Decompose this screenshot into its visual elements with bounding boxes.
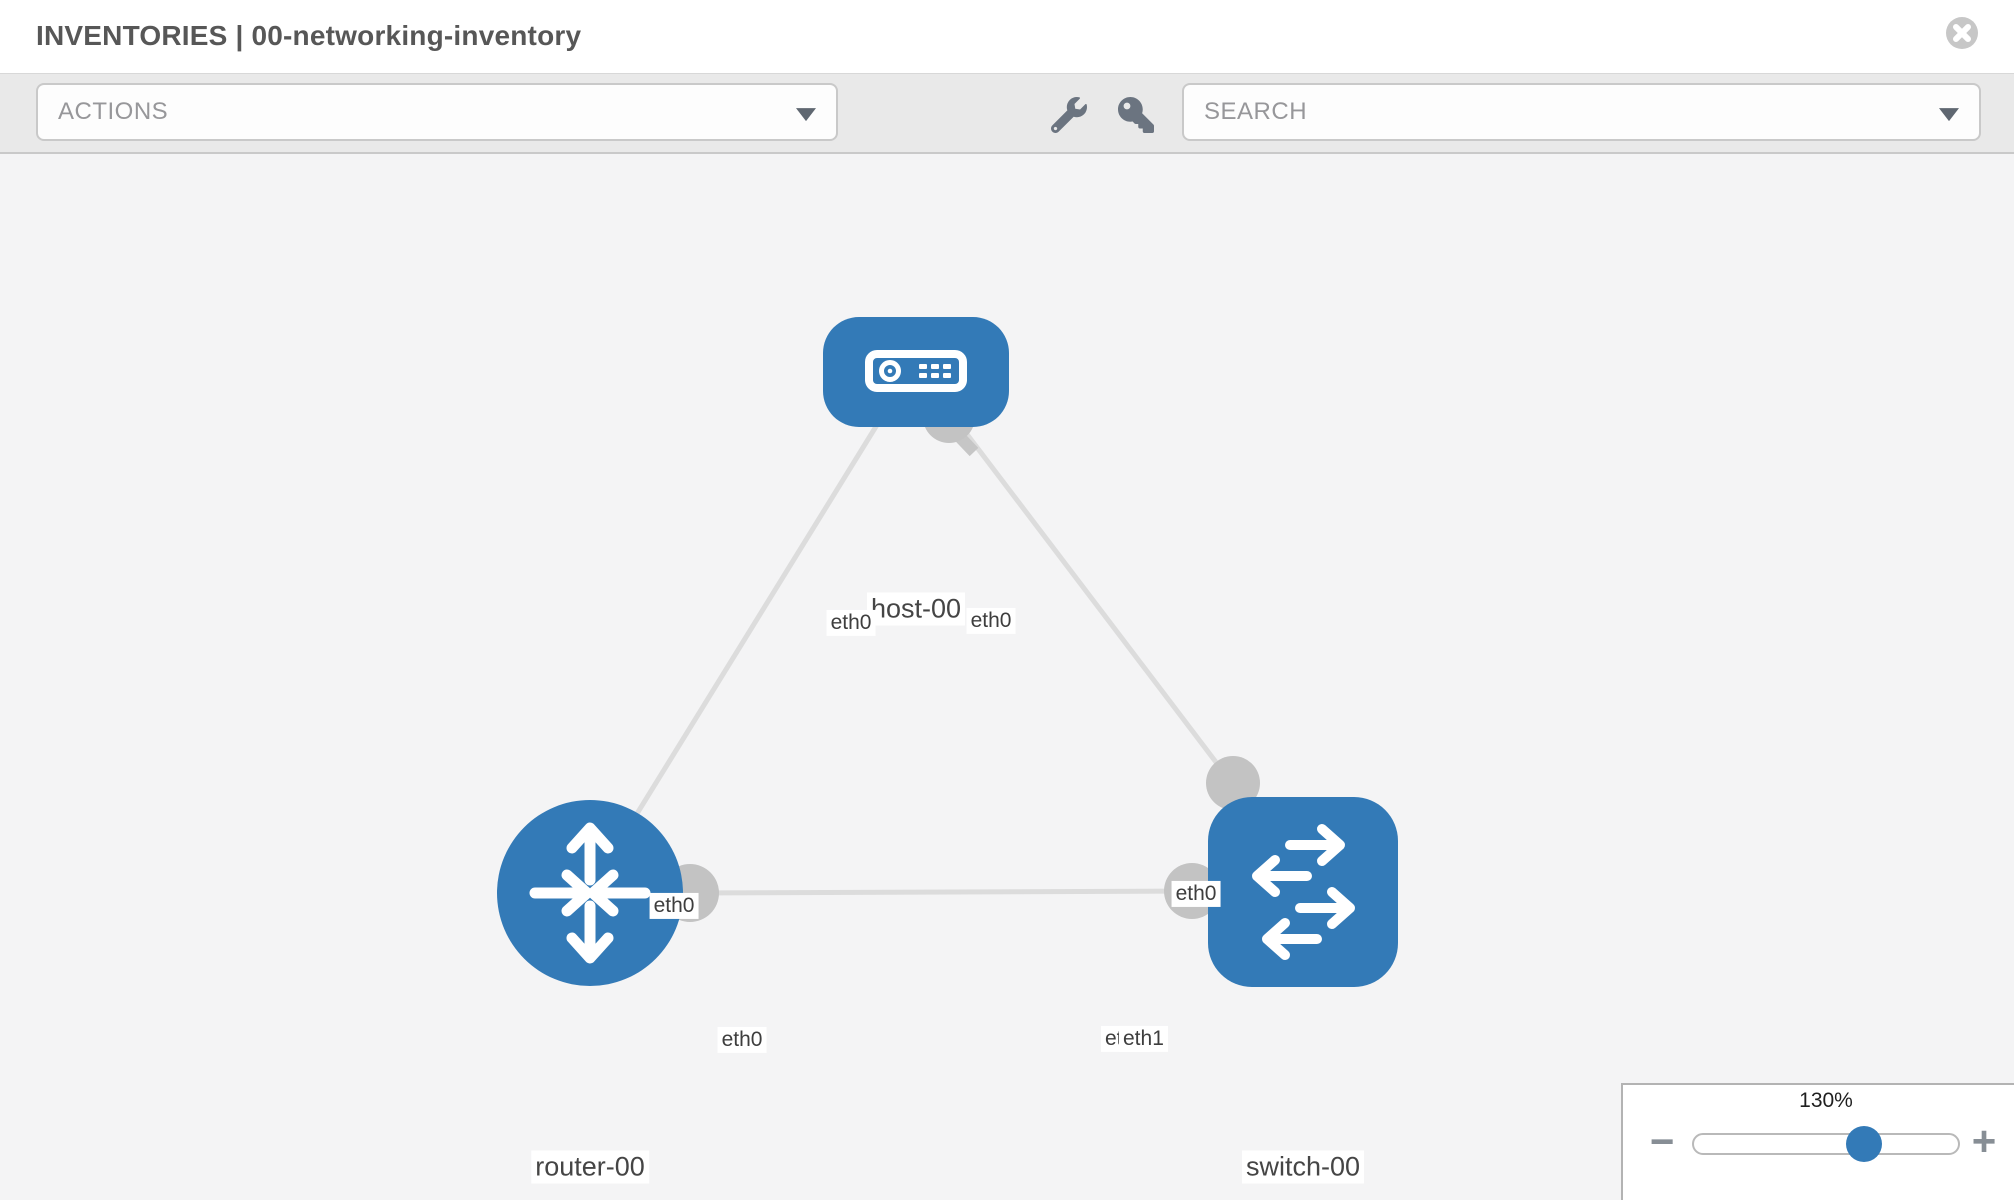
search-dropdown-label: SEARCH <box>1204 98 1308 125</box>
close-icon[interactable] <box>1945 16 1979 50</box>
interface-label: eth0 <box>966 607 1016 635</box>
zoom-panel: 130% − + <box>1621 1083 2014 1200</box>
page-title: INVENTORIES | 00-networking-inventory <box>36 20 582 51</box>
zoom-in-button[interactable]: + <box>1971 1117 1997 1165</box>
node-router-00[interactable] <box>497 800 683 986</box>
interface-label: eth1 <box>1119 1025 1168 1053</box>
link-host-switch[interactable] <box>958 423 1230 780</box>
host-icon <box>865 350 967 392</box>
interface-label: eth0 <box>1171 880 1221 908</box>
node-label-switch: switch-00 <box>1241 1150 1365 1184</box>
zoom-slider-track[interactable] <box>1692 1133 1960 1155</box>
interface-connectors <box>661 391 1260 922</box>
key-icon[interactable] <box>1118 97 1154 133</box>
switch-icon <box>1252 824 1355 960</box>
zoom-out-button[interactable]: − <box>1649 1117 1675 1165</box>
actions-dropdown-label: ACTIONS <box>58 98 169 125</box>
topology-graph <box>497 317 1398 987</box>
topology-canvas[interactable]: host-00 router-00 switch-00 eth0 eth0 et… <box>0 154 2014 1200</box>
interface-label: eth0 <box>717 1026 767 1054</box>
edges <box>627 418 1230 896</box>
node-label-router: router-00 <box>531 1150 649 1184</box>
connector-switch-top <box>1206 756 1260 810</box>
header: INVENTORIES | 00-networking-inventory <box>0 0 2014 73</box>
node-label-host: host-00 <box>866 592 966 626</box>
chevron-down-icon <box>796 108 816 122</box>
router-icon <box>529 822 651 964</box>
link-host-router[interactable] <box>627 418 883 827</box>
interface-label: eth0 <box>826 609 876 637</box>
toolbar: ACTIONS SEARCH <box>0 73 2014 154</box>
chevron-down-icon <box>1939 108 1959 122</box>
search-dropdown[interactable]: SEARCH <box>1182 83 1981 141</box>
node-switch-00[interactable] <box>1208 797 1398 987</box>
wrench-icon[interactable] <box>1050 97 1087 134</box>
zoom-slider-thumb[interactable] <box>1846 1126 1883 1162</box>
interface-label: eth0 <box>649 892 699 920</box>
node-host-00[interactable] <box>823 317 1009 427</box>
zoom-value: 130% <box>1799 1089 1853 1112</box>
link-router-switch[interactable] <box>689 888 1193 896</box>
actions-dropdown[interactable]: ACTIONS <box>36 83 838 141</box>
